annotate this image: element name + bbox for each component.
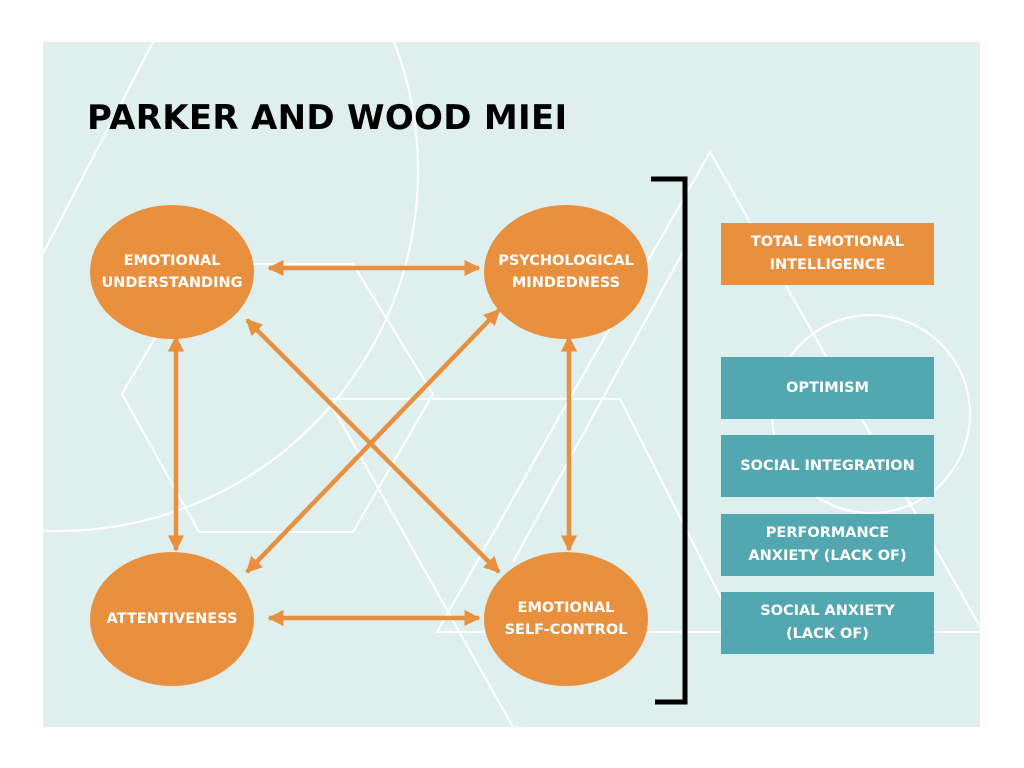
box-label: PERFORMANCE	[765, 525, 890, 541]
box-label: SOCIAL ANXIETY	[760, 603, 895, 619]
box-social-anxiety: SOCIAL ANXIETY (LACK OF)	[721, 592, 934, 654]
node-attentiveness: ATTENTIVENESS	[90, 552, 254, 686]
decor-line-c	[43, 42, 154, 256]
bracket	[651, 176, 688, 705]
node-emotional-self-control: EMOTIONAL SELF-CONTROL	[484, 552, 648, 686]
node-label: ATTENTIVENESS	[106, 611, 238, 627]
box-performance-anxiety: PERFORMANCE ANXIETY (LACK OF)	[721, 514, 934, 576]
node-label: PSYCHOLOGICAL	[498, 253, 634, 269]
node-label: UNDERSTANDING	[101, 275, 243, 291]
box-label: INTELLIGENCE	[769, 257, 886, 273]
node-label: EMOTIONAL	[517, 600, 615, 616]
node-label: SELF-CONTROL	[504, 622, 628, 638]
node-psychological-mindedness: PSYCHOLOGICAL MINDEDNESS	[484, 205, 648, 339]
box-label: TOTAL EMOTIONAL	[750, 234, 905, 250]
box-total-emotional-intelligence: TOTAL EMOTIONAL INTELLIGENCE	[721, 223, 934, 285]
decor-line-d	[512, 251, 684, 563]
diagram-connections	[167, 176, 688, 705]
decor-circle-large	[43, 42, 419, 532]
diagram-panel: PARKER AND WOOD MIEI EMOTIONAL UNDERSTAN…	[43, 42, 980, 727]
node-label: EMOTIONAL	[123, 253, 221, 269]
box-label: (LACK OF)	[786, 626, 869, 642]
arrow-mindedness-attentiveness	[245, 308, 501, 574]
node-label: MINDEDNESS	[511, 275, 621, 291]
box-optimism: OPTIMISM	[721, 357, 934, 419]
page-title: PARKER AND WOOD MIEI	[87, 98, 568, 138]
box-label: OPTIMISM	[786, 379, 869, 396]
box-label: SOCIAL INTEGRATION	[740, 457, 915, 474]
box-label: ANXIETY (LACK OF)	[748, 548, 907, 564]
node-emotional-understanding: EMOTIONAL UNDERSTANDING	[90, 205, 254, 339]
box-social-integration: SOCIAL INTEGRATION	[721, 435, 934, 497]
